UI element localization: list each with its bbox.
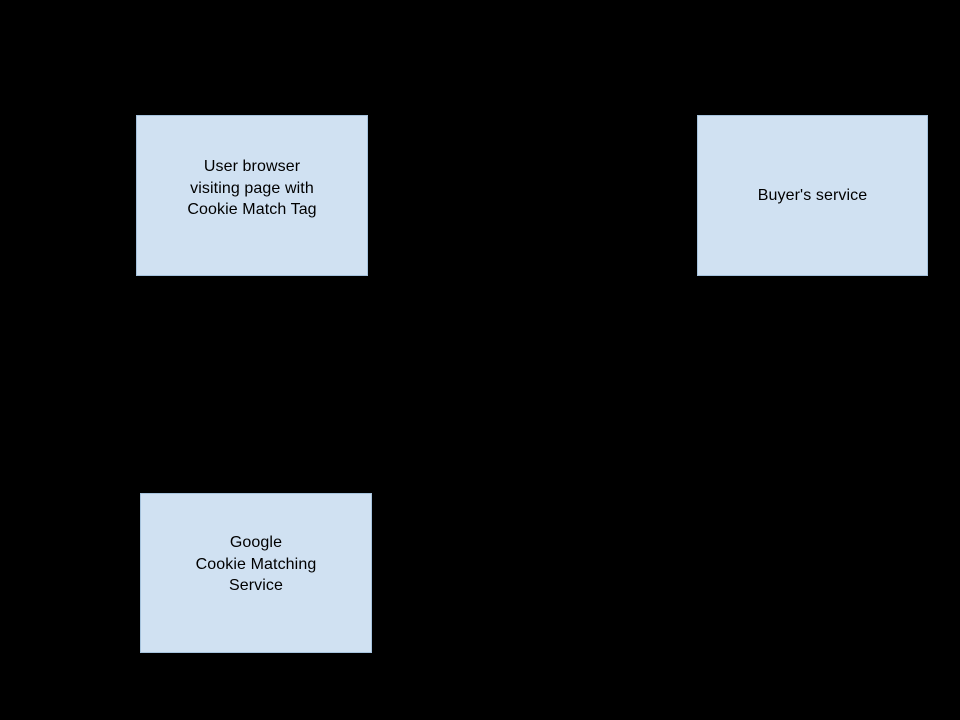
diagram-node-buyers-service-label: Buyer's service [757, 186, 868, 204]
diagram-node-buyers-service[interactable]: Buyer's service [697, 115, 928, 276]
diagram-node-google-cookie-matching-service-label: Google Cookie Matching Service [195, 534, 317, 594]
diagram-node-user-browser[interactable]: User browser visiting page with Cookie M… [136, 115, 368, 276]
diagram-node-user-browser-label: User browser visiting page with Cookie M… [187, 158, 317, 218]
diagram-node-google-cookie-matching-service[interactable]: Google Cookie Matching Service [140, 493, 372, 653]
